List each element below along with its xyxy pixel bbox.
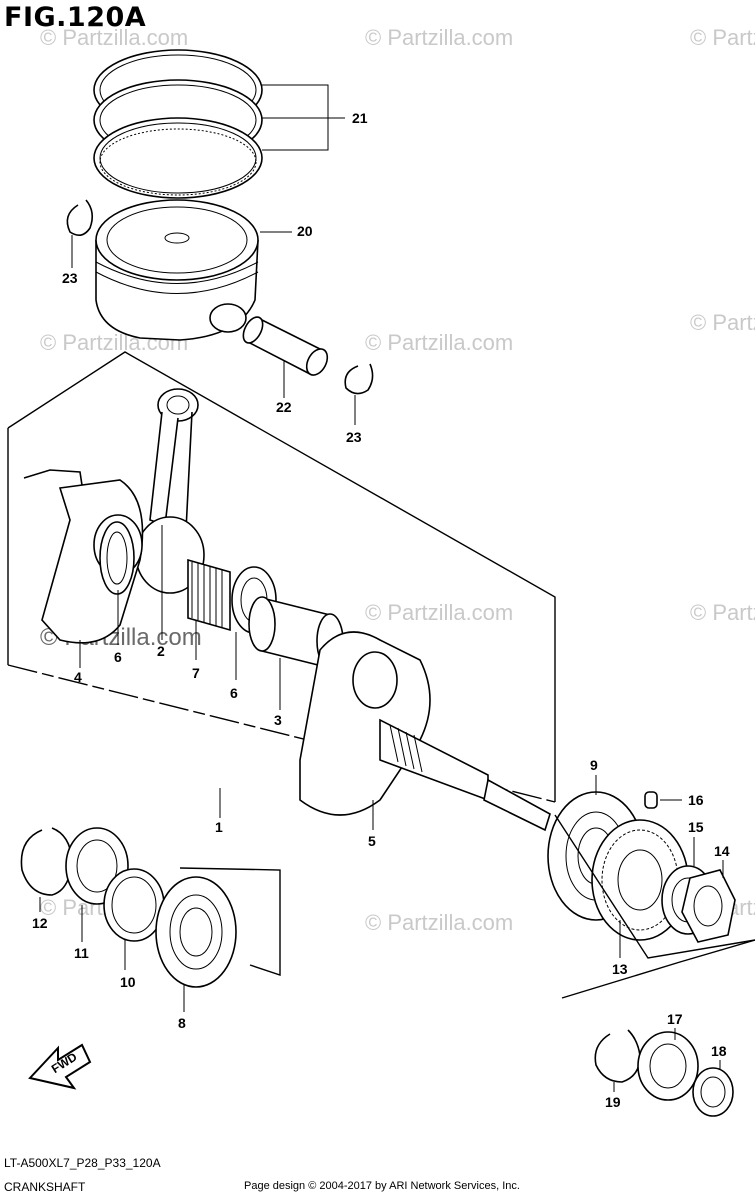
- gear-assembly-frame: [554, 814, 755, 999]
- callout-17: 17: [667, 1011, 683, 1027]
- callout-11: 11: [74, 945, 89, 961]
- watermark-text: © Partzilla.com: [365, 600, 513, 625]
- callout-21: 21: [352, 110, 368, 126]
- callout-16: 16: [688, 792, 704, 808]
- gear-key[interactable]: [644, 791, 658, 809]
- figure-title: FIG.120A: [4, 2, 147, 33]
- callout-18: 18: [711, 1043, 727, 1059]
- watermark-text: © Partzilla.com: [365, 330, 513, 355]
- needle-bearing[interactable]: [187, 558, 231, 632]
- callout-2: 2: [157, 643, 165, 659]
- callout-3: 3: [274, 712, 282, 728]
- callout-13: 13: [612, 961, 628, 977]
- circlip-pin[interactable]: [344, 363, 374, 395]
- callout-22: 22: [276, 399, 292, 415]
- watermark-text: © Partzilla.com: [365, 25, 513, 50]
- bearing-small[interactable]: [637, 1031, 699, 1101]
- page-credit: Page design © 2004-2017 by ARI Network S…: [244, 1180, 520, 1192]
- oil-seal-small[interactable]: [692, 1067, 734, 1117]
- callout-15: 15: [688, 819, 704, 835]
- watermark-text: © Partzilla.com: [40, 25, 188, 50]
- crankshaft-bearing-left[interactable]: [155, 876, 237, 988]
- callout-4: 4: [74, 669, 82, 685]
- callout-23: 23: [62, 270, 78, 286]
- spacer-ring[interactable]: [103, 868, 165, 942]
- circlip-left[interactable]: [20, 827, 73, 896]
- callout-10: 10: [120, 974, 136, 990]
- callout-6: 6: [230, 685, 238, 701]
- figure-code: LT-A500XL7_P28_P33_120A: [4, 1156, 161, 1170]
- circlip-right[interactable]: [594, 1029, 641, 1083]
- callout-12: 12: [32, 915, 48, 931]
- callout-6: 6: [114, 649, 122, 665]
- callout-9: 9: [590, 757, 598, 773]
- leader-lines: [39, 84, 724, 1092]
- callout-7: 7: [192, 665, 200, 681]
- piston[interactable]: [95, 199, 259, 341]
- figure-name: CRANKSHAFT: [4, 1180, 86, 1194]
- bearing-group-frame: [179, 867, 281, 976]
- callout-20: 20: [297, 223, 313, 239]
- watermark-text: © Partzilla.com: [365, 910, 513, 935]
- watermark-text: © Partzilla.com: [690, 310, 755, 335]
- watermark-text: © Partzilla.com: [690, 600, 755, 625]
- piston-rings[interactable]: [93, 49, 263, 199]
- callouts: 21 20 23 22 23 4 6 2 7 6 3 1 5 9 16 15 1…: [32, 110, 730, 1110]
- callout-8: 8: [178, 1015, 186, 1031]
- crank-web-right[interactable]: [299, 631, 551, 832]
- thrust-washer-left[interactable]: [99, 521, 135, 595]
- crankshaft-nut[interactable]: [681, 869, 736, 943]
- watermark-text: © Partzilla.com: [690, 25, 755, 50]
- callout-5: 5: [368, 833, 376, 849]
- callout-14: 14: [714, 843, 730, 859]
- connecting-rod[interactable]: [135, 388, 205, 594]
- callout-23: 23: [346, 429, 362, 445]
- piston-pin[interactable]: [239, 314, 331, 379]
- callout-1: 1: [215, 819, 223, 835]
- fwd-arrow-icon: FWD: [28, 1043, 92, 1090]
- circlip-top[interactable]: [66, 199, 94, 236]
- callout-19: 19: [605, 1094, 621, 1110]
